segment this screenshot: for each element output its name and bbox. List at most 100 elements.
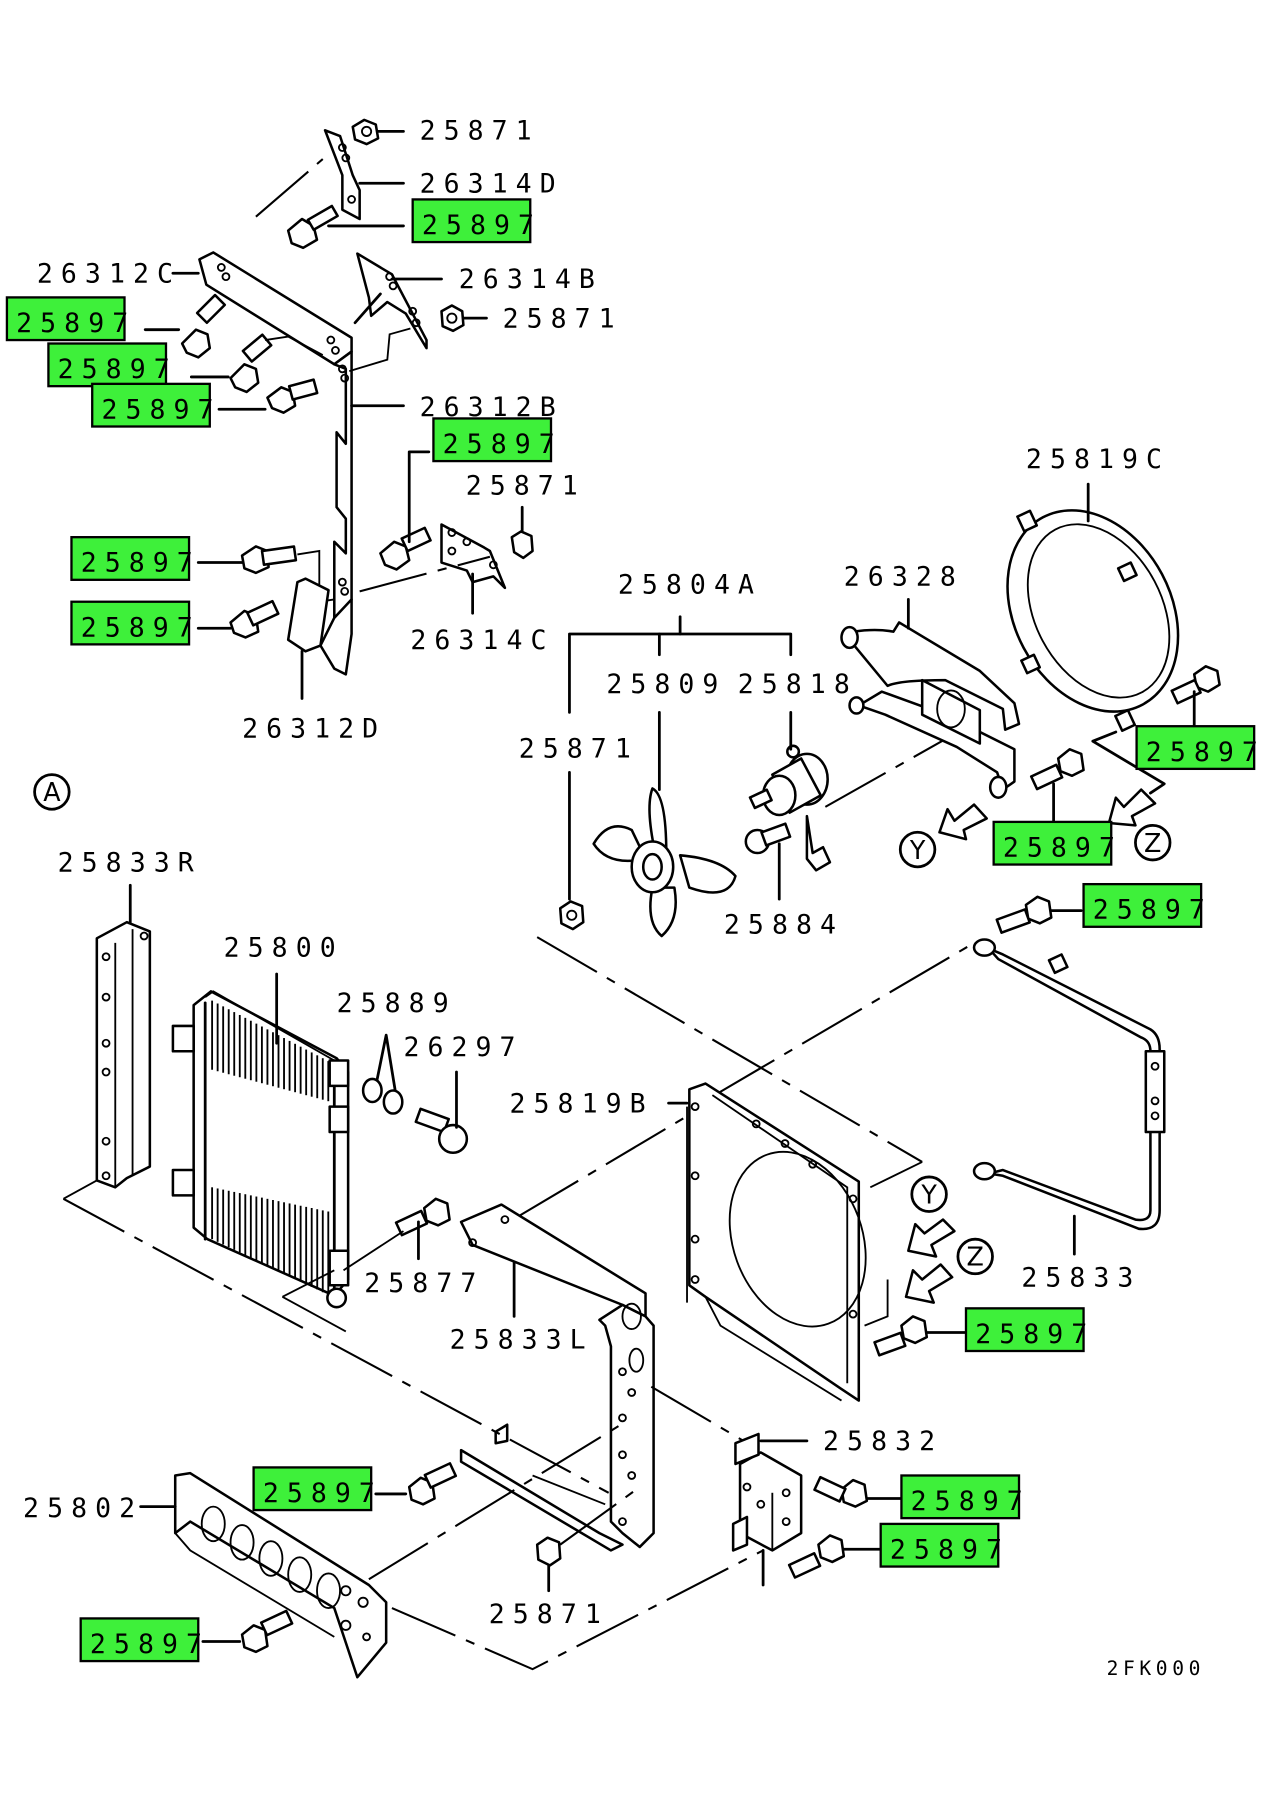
view-marker-y xyxy=(910,1175,948,1213)
highlighted-part-number: 25897 xyxy=(81,548,201,579)
highlighted-part-callout[interactable]: 25897 xyxy=(70,600,201,646)
arrow-z-icon xyxy=(1107,788,1157,827)
highlighted-part-callout[interactable]: 25897 xyxy=(252,1466,383,1512)
highlighted-part-number: 25897 xyxy=(90,1629,210,1660)
highlighted-part-callout[interactable]: 25897 xyxy=(964,1307,1095,1353)
bolt-icon xyxy=(1029,748,1085,791)
mount-block-25832 xyxy=(738,1451,803,1552)
highlighted-part-callout[interactable]: 25897 xyxy=(79,1617,210,1663)
fan-motor-assembly: Y Z xyxy=(558,482,1221,938)
bolt-icon xyxy=(229,599,280,639)
highlighted-part-number: 25897 xyxy=(1093,895,1213,926)
highlighted-part-callout[interactable]: 25897 xyxy=(879,1522,1010,1568)
highlighted-part-number: 25897 xyxy=(422,210,542,241)
bolt-icon xyxy=(407,1462,458,1506)
highlighted-part-number: 25897 xyxy=(975,1319,1095,1350)
part-label: 25833 xyxy=(1021,1262,1141,1293)
view-marker-y xyxy=(898,830,937,869)
highlighted-part-callout[interactable]: 25897 xyxy=(91,382,221,428)
bracket-26312D xyxy=(286,577,330,653)
radiator-assembly: Y Z xyxy=(62,883,1166,1679)
bolt-icon xyxy=(240,545,298,575)
highlighted-part-number: 25897 xyxy=(1146,737,1266,768)
part-label: 26312D xyxy=(242,714,386,745)
highlighted-part-callout[interactable]: 25897 xyxy=(900,1474,1030,1520)
part-label: 26312C xyxy=(37,258,181,289)
bracket-26314C xyxy=(440,523,507,590)
highlighted-part-callout[interactable]: 25897 xyxy=(992,820,1123,866)
highlight-box xyxy=(91,382,211,428)
view-marker-z xyxy=(1134,823,1172,862)
bolt-icon xyxy=(266,378,319,414)
part-label: 25804A xyxy=(618,570,762,601)
highlight-box xyxy=(70,600,191,646)
view-marker-y-label: Y xyxy=(920,1179,937,1209)
pipe-26328 xyxy=(840,621,1021,799)
highlight-box xyxy=(900,1474,1021,1520)
side-bracket-25833R xyxy=(95,920,152,1189)
view-marker-z xyxy=(956,1237,994,1276)
highlighted-part-number: 25897 xyxy=(263,1478,383,1509)
section-marker xyxy=(33,773,71,811)
highlight-box xyxy=(1135,725,1256,771)
highlighted-part-callout[interactable]: 25897 xyxy=(411,198,542,244)
highlighted-part-callout[interactable]: 25897 xyxy=(5,296,136,342)
nut-icon xyxy=(440,304,465,333)
part-label: 25871 xyxy=(503,303,623,334)
part-label: 25889 xyxy=(337,988,457,1019)
fan-motor-icon xyxy=(748,744,832,872)
part-label: 25871 xyxy=(489,1599,609,1630)
highlighted-part-number: 25897 xyxy=(1003,832,1123,863)
highlight-box xyxy=(252,1466,373,1512)
highlighted-part-callout[interactable]: 25897 xyxy=(1082,882,1213,928)
bolt-icon xyxy=(787,1534,846,1579)
bolt-icon xyxy=(414,1107,469,1154)
part-label: 26328 xyxy=(844,562,964,593)
part-label: 25877 xyxy=(364,1268,484,1299)
nut-icon xyxy=(535,1536,562,1567)
part-label: 25884 xyxy=(724,910,844,941)
fan-shroud-25819B xyxy=(688,1082,861,1402)
highlight-box xyxy=(5,296,126,342)
bolt-icon xyxy=(286,204,339,250)
part-label: 25818 xyxy=(738,669,858,700)
part-label: 25833L xyxy=(450,1325,594,1356)
part-label: 26314B xyxy=(459,264,603,295)
bolt-icon xyxy=(379,526,432,571)
part-label: 25809 xyxy=(606,669,726,700)
bolt-icon xyxy=(240,1609,294,1654)
part-label: 25871 xyxy=(519,733,639,764)
part-label: 26297 xyxy=(403,1032,523,1063)
stay-rod-25833 xyxy=(972,938,1166,1231)
highlighted-part-callout[interactable]: 25897 xyxy=(432,417,563,463)
highlighted-part-callout[interactable]: 25897 xyxy=(70,536,201,581)
part-label: 25832 xyxy=(823,1426,943,1457)
bolt-icon xyxy=(995,895,1053,934)
highlighted-part-number: 25897 xyxy=(890,1534,1010,1565)
highlighted-part-number: 25897 xyxy=(81,612,201,643)
washer-icon xyxy=(361,1077,383,1104)
part-label: 25833R xyxy=(58,847,202,878)
highlight-box xyxy=(879,1522,1000,1568)
washer-icon xyxy=(382,1089,404,1115)
radiator-fins xyxy=(211,1000,330,1295)
bracket-26314B xyxy=(356,252,428,350)
highlighted-part-callout[interactable]: 25897 xyxy=(1135,725,1266,771)
arrow-z-icon xyxy=(904,1263,954,1304)
upper-bracket-assembly xyxy=(143,118,534,700)
highlighted-part-number: 25897 xyxy=(101,394,221,425)
view-marker-z-label: Z xyxy=(967,1242,984,1272)
highlight-box xyxy=(992,820,1113,866)
screw-icon xyxy=(744,822,792,855)
nut-icon xyxy=(510,530,534,560)
highlighted-part-labels: 2589725897258972589725897258972589725897… xyxy=(5,198,1266,1663)
part-label: 25802 xyxy=(23,1493,143,1524)
fan-blade-icon xyxy=(592,787,737,938)
bolt-icon xyxy=(813,1475,869,1508)
bolt-icon xyxy=(873,1315,929,1357)
side-bracket-25833L xyxy=(459,1203,647,1318)
highlighted-part-number: 25897 xyxy=(443,429,563,460)
part-label: 25871 xyxy=(420,115,540,146)
highlighted-part-callout[interactable]: 25897 xyxy=(47,342,177,388)
part-label: 25819B xyxy=(510,1088,654,1119)
